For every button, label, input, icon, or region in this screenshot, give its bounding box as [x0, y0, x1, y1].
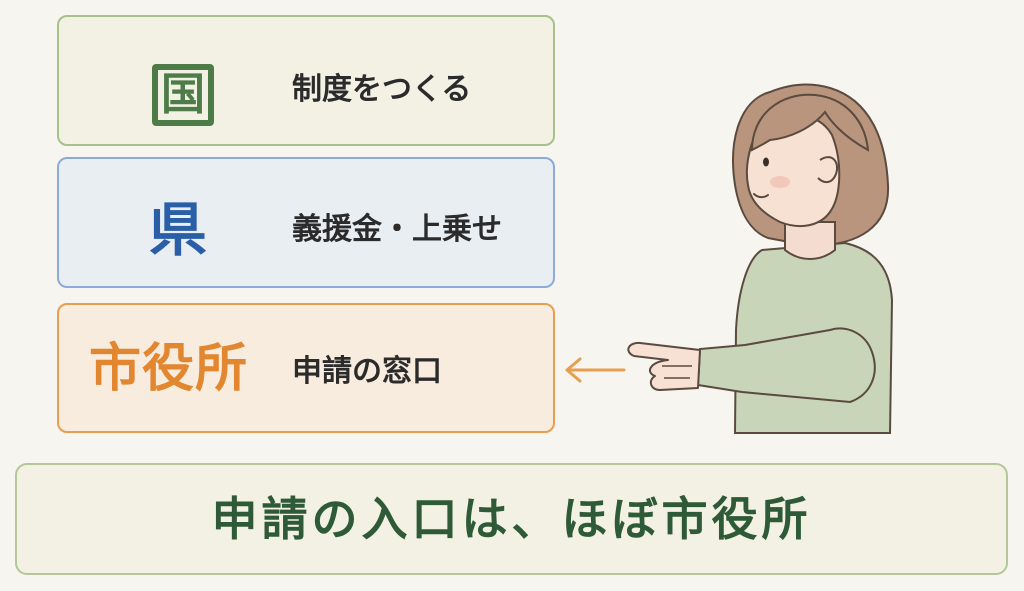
national-level-card: 国 制度をつくる	[57, 15, 555, 146]
national-description: 制度をつくる	[292, 72, 472, 107]
city-level-card: 市役所 申請の窓口	[57, 303, 555, 433]
prefecture-description: 義援金・上乗せ	[292, 212, 502, 247]
arrow-left-icon	[565, 357, 626, 383]
summary-text: 申請の入口は、ほぼ市役所	[211, 492, 812, 546]
prefecture-title: 県	[149, 196, 208, 264]
summary-banner: 申請の入口は、ほぼ市役所	[15, 463, 1008, 575]
national-badge: 国	[152, 64, 214, 126]
city-title: 市役所	[89, 339, 249, 399]
national-title: 国	[161, 69, 205, 120]
pointing-woman-illustration	[627, 83, 894, 434]
prefecture-level-card: 県 義援金・上乗せ	[57, 157, 555, 288]
city-description: 申請の窓口	[292, 354, 442, 389]
